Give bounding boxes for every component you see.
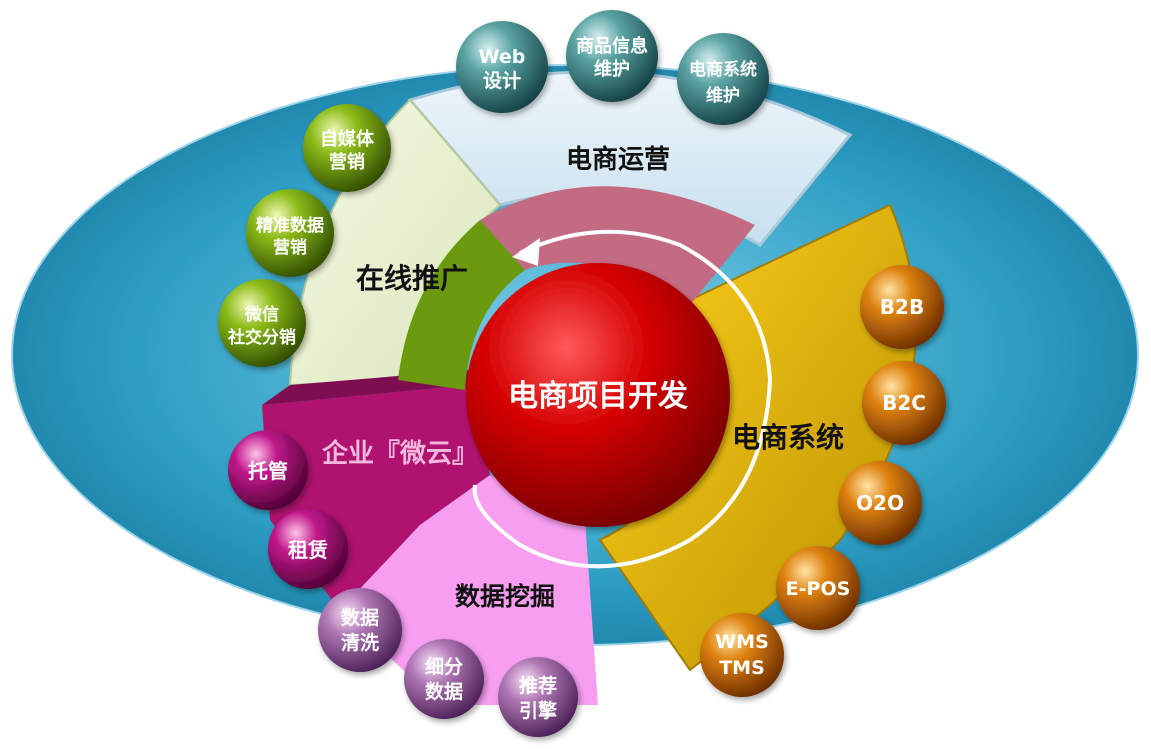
cycle-arrow-head: [512, 238, 540, 266]
svg-text:维护: 维护: [594, 58, 630, 80]
center-label: 电商项目开发: [508, 379, 688, 414]
svg-text:营销: 营销: [273, 237, 307, 258]
bubble-precision-data[interactable]: 精准数据 营销: [246, 189, 334, 277]
bubble-b2c[interactable]: B2C: [862, 361, 946, 445]
bubble-leasing[interactable]: 租赁: [268, 509, 348, 589]
sector-label-system: 电商系统: [732, 421, 844, 454]
svg-text:商品信息: 商品信息: [576, 35, 648, 57]
svg-text:租赁: 租赁: [288, 538, 328, 562]
svg-text:引擎: 引擎: [519, 699, 557, 722]
bubble-b2b[interactable]: B2B: [860, 265, 944, 349]
svg-text:自媒体: 自媒体: [320, 128, 375, 150]
bubble-segment-data[interactable]: 细分 数据: [404, 639, 484, 719]
bubble-wechat[interactable]: 微信 社交分销: [218, 279, 306, 367]
cycle-arrow: [472, 229, 773, 569]
svg-text:维护: 维护: [706, 85, 740, 106]
sector-label-ops: 电商运营: [566, 144, 670, 175]
svg-text:微信: 微信: [244, 304, 279, 325]
bubble-epos[interactable]: E-POS: [776, 546, 860, 630]
bubble-o2o[interactable]: O2O: [838, 461, 922, 545]
sector-label-cloud: 企业『微云』: [322, 438, 478, 469]
bubble-self-media[interactable]: 自媒体 营销: [303, 104, 391, 192]
bubble-wms-tms[interactable]: WMS TMS: [700, 613, 784, 697]
sector-label-data: 数据挖掘: [455, 582, 555, 611]
bubble-web-design[interactable]: Web 设计: [456, 21, 548, 113]
svg-text:细分: 细分: [425, 655, 463, 678]
svg-text:清洗: 清洗: [341, 631, 379, 654]
svg-text:数据: 数据: [425, 680, 463, 703]
bubble-product-info[interactable]: 商品信息 维护: [566, 10, 658, 102]
svg-text:电商系统: 电商系统: [689, 59, 757, 80]
svg-text:精准数据: 精准数据: [256, 215, 324, 236]
bubble-hosting[interactable]: 托管: [228, 430, 308, 510]
svg-text:Web: Web: [479, 46, 526, 68]
svg-text:设计: 设计: [483, 70, 521, 92]
bubble-recommend-engine[interactable]: 推荐 引擎: [498, 657, 578, 737]
inner-ring-pink: [480, 186, 755, 305]
svg-text:社交分销: 社交分销: [227, 327, 296, 348]
svg-text:营销: 营销: [329, 151, 365, 173]
svg-text:数据: 数据: [341, 606, 379, 629]
svg-text:B2C: B2C: [882, 391, 926, 415]
svg-text:推荐: 推荐: [519, 674, 557, 697]
svg-text:托管: 托管: [248, 459, 288, 483]
svg-text:E-POS: E-POS: [786, 578, 851, 600]
sector-label-promo: 在线推广: [356, 262, 468, 295]
center-circle[interactable]: [466, 263, 730, 527]
svg-text:O2O: O2O: [856, 491, 904, 515]
svg-text:WMS: WMS: [715, 631, 769, 653]
sector-data[interactable]: [340, 475, 598, 705]
bubble-data-cleaning[interactable]: 数据 清洗: [318, 588, 402, 672]
svg-text:TMS: TMS: [719, 657, 765, 679]
svg-text:B2B: B2B: [880, 295, 924, 319]
inner-ring-green: [398, 220, 525, 390]
bubble-system-maintenance[interactable]: 电商系统 维护: [677, 33, 769, 125]
